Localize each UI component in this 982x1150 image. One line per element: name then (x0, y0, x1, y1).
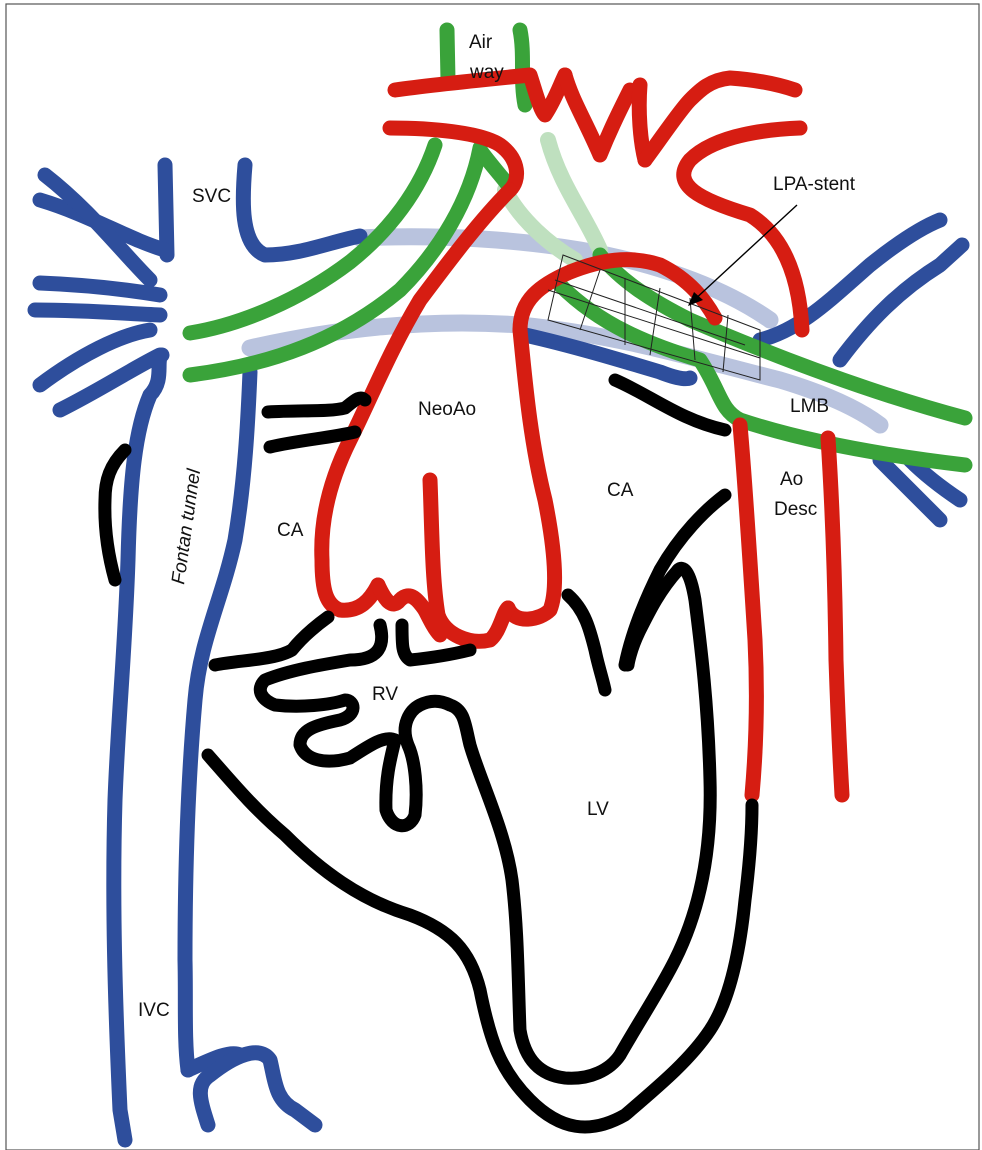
airway-faint-branch (548, 140, 600, 250)
ao-desc-right (828, 438, 842, 795)
valve-center (430, 480, 508, 641)
left-venous-branch (165, 165, 167, 255)
ivc-lower (200, 1053, 315, 1125)
label-ao-desc-1: Ao (780, 469, 803, 490)
right-bronchus-2 (190, 148, 480, 375)
ao-desc-left (740, 425, 756, 795)
label-ca-right: CA (607, 480, 634, 501)
septum-black (568, 595, 605, 690)
veins (35, 165, 962, 1140)
arch-vessel-1 (565, 75, 630, 155)
label-lv: LV (587, 799, 609, 820)
label-airway-1: Air (469, 32, 493, 53)
svc-vessel (243, 165, 360, 255)
label-airway-2: way (469, 62, 504, 83)
label-lpa-stent: LPA-stent (773, 174, 856, 195)
label-neoao: NeoAo (418, 399, 476, 420)
ca-left-line-1 (268, 398, 365, 412)
outer-heart (208, 755, 752, 1127)
label-svc: SVC (192, 186, 231, 207)
label-ivc: IVC (138, 1000, 170, 1021)
rv-outline (215, 617, 328, 665)
neoao-right-side (508, 330, 555, 619)
label-ca-left: CA (277, 520, 304, 541)
label-ao-desc-2: Desc (774, 499, 817, 520)
label-rv: RV (372, 684, 398, 705)
trachea-right (520, 30, 525, 105)
rv-inner (386, 568, 710, 1078)
valve-leaflets (378, 585, 425, 610)
label-lmb: LMB (790, 396, 829, 417)
fontan-tunnel-vessel (114, 355, 162, 1140)
trachea-left (447, 30, 448, 80)
label-fontan-tunnel: Fontan tunnel (168, 467, 205, 586)
